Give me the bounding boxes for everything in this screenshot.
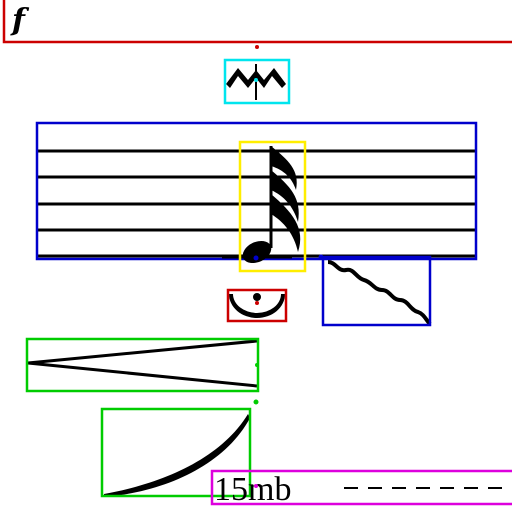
staff-bbox bbox=[35, 121, 478, 261]
anchor-dot bbox=[253, 399, 259, 405]
fermata-arc bbox=[229, 294, 285, 318]
notehead bbox=[242, 240, 272, 264]
note-flag-1 bbox=[271, 146, 297, 190]
fermata-below bbox=[226, 288, 288, 323]
hairpin-lower-line bbox=[27, 361, 258, 388]
trill-wave-path bbox=[327, 260, 432, 326]
note-flag-2 bbox=[271, 170, 299, 222]
note-flag-3 bbox=[271, 194, 301, 252]
fermata-dot bbox=[253, 293, 261, 301]
ottava-label: 15mb bbox=[214, 471, 291, 508]
dynamic-f-marking: f bbox=[2, 0, 512, 44]
dynamic-f-bbox bbox=[2, 0, 512, 44]
sixteenth-note bbox=[222, 140, 307, 273]
anchor-dot bbox=[255, 301, 259, 305]
ottava-bbox bbox=[210, 469, 512, 506]
hairpin-upper-line bbox=[27, 339, 258, 365]
anchor-dot bbox=[254, 78, 258, 82]
five-line-staff bbox=[35, 121, 478, 261]
slur-bbox bbox=[100, 407, 252, 498]
anchor-dot bbox=[254, 484, 258, 488]
anchor-dot bbox=[253, 255, 259, 261]
dynamic-f-text: f bbox=[10, 3, 30, 38]
mordent-bbox bbox=[223, 58, 291, 105]
anchor-dot bbox=[255, 363, 259, 367]
decrescendo-hairpin bbox=[25, 337, 260, 393]
mordent-ornament bbox=[223, 58, 291, 105]
slur-curve bbox=[100, 399, 259, 498]
anchor-dot bbox=[318, 254, 324, 260]
ottava-15mb-line: 15mb bbox=[210, 469, 512, 508]
trill-bbox bbox=[321, 255, 432, 327]
fermata-bbox bbox=[226, 288, 288, 323]
note-bbox bbox=[238, 140, 307, 273]
anchor-dot bbox=[255, 45, 259, 49]
trill-wavy-line bbox=[318, 254, 432, 327]
